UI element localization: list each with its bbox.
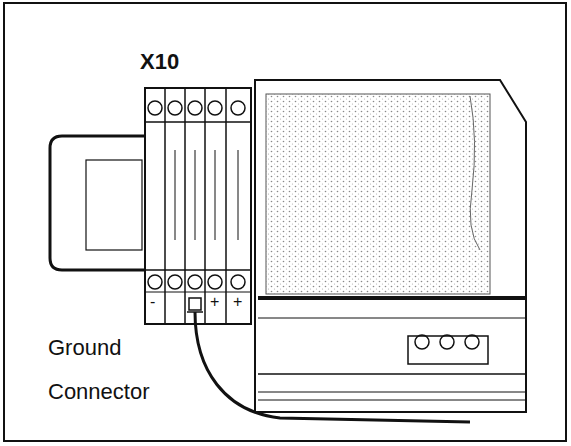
polarity-mark: -: [150, 294, 155, 310]
part-label: Ground Connector: [48, 326, 160, 414]
polarity-mark: +: [210, 294, 219, 310]
ground-wire: [195, 312, 470, 422]
terminal-block: [145, 88, 251, 324]
polarity-mark: +: [233, 294, 242, 310]
ground-symbol: [187, 298, 203, 312]
frame: [4, 3, 566, 441]
wire-loop: [50, 136, 145, 270]
device-housing: [255, 80, 526, 412]
terminal-block-name: X10: [140, 50, 179, 74]
